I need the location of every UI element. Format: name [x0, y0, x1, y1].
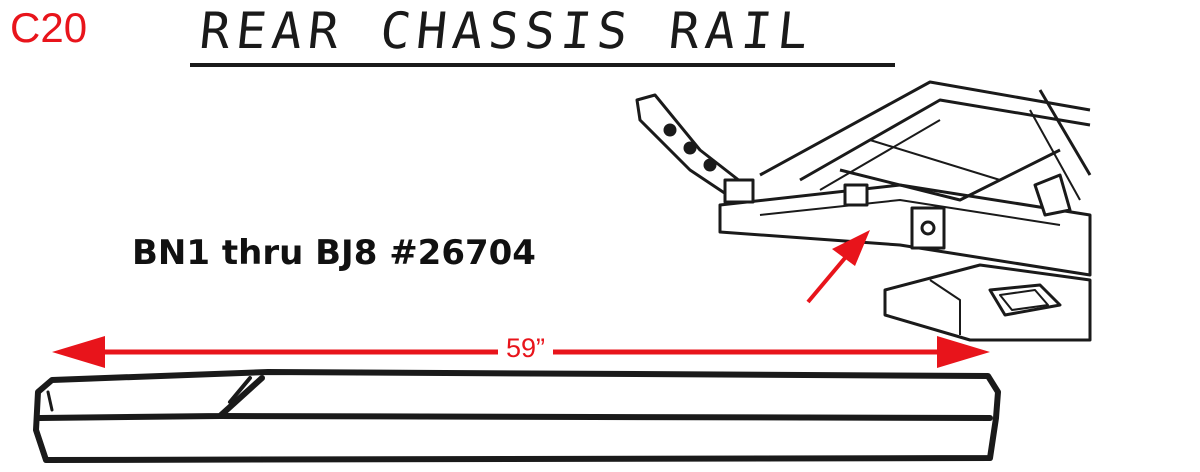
applicability-label: BN1 thru BJ8 #26704 [132, 233, 536, 273]
location-arrow [806, 230, 870, 304]
dimension-label: 59” [498, 333, 554, 364]
title-underline [190, 63, 895, 67]
part-code: C20 [10, 4, 88, 51]
rail-drawing [33, 369, 1001, 463]
chassis-sketch [635, 80, 1092, 342]
